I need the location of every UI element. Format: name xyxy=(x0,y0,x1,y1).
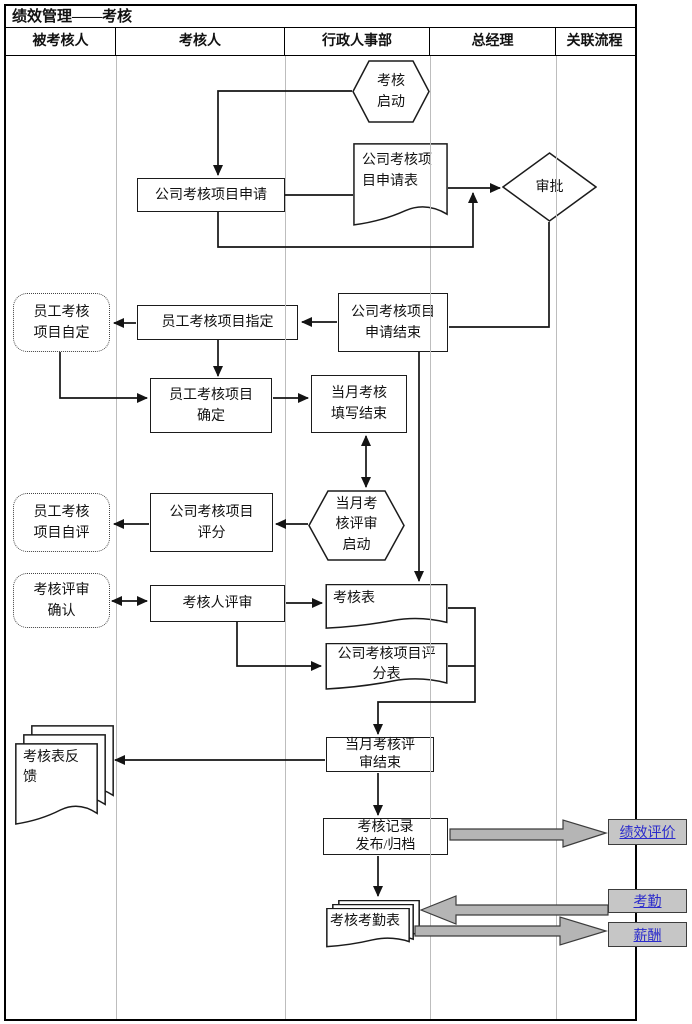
company-assessment-application-box: 公司考核项目申请 xyxy=(137,178,285,212)
score-label: 公司考核项目 评分 xyxy=(169,504,254,541)
hexagon-shape xyxy=(308,490,405,561)
employee-items-confirm-box: 员工考核项目 确定 xyxy=(150,378,272,433)
fill-end-label: 当月考核 填写结束 xyxy=(331,386,387,422)
employee-items-self-define-box: 员工考核 项目自定 xyxy=(13,293,110,352)
document-shape xyxy=(15,743,98,831)
start-label: 考核 启动 xyxy=(377,73,405,110)
lane-divider xyxy=(285,56,286,1019)
self-eval-label: 员工考核 项目自评 xyxy=(33,504,90,541)
lane-header-hr-admin: 行政人事部 xyxy=(285,28,430,55)
confirm-label: 员工考核项目 确定 xyxy=(169,387,253,424)
assign-label: 员工考核项目指定 xyxy=(161,315,274,330)
feedback-label: 考核表反 馈 xyxy=(23,750,79,786)
approval-diamond: 审批 xyxy=(502,152,597,222)
record-label: 考核记录 发布/归档 xyxy=(355,820,416,853)
assess-form-label: 考核表 xyxy=(333,591,375,606)
attendance-link[interactable]: 考勤 xyxy=(608,889,687,913)
score-form-label: 公司考核项目评 分表 xyxy=(337,647,436,682)
lane-header-general-manager: 总经理 xyxy=(430,28,556,55)
salary-link-label[interactable]: 薪酬 xyxy=(633,928,662,944)
assessor-review-label: 考核人评审 xyxy=(182,596,253,611)
company-items-scoring-box: 公司考核项目 评分 xyxy=(150,493,273,552)
monthly-review-start-hexagon: 当月考 核评审 启动 xyxy=(308,490,405,561)
diamond-shape xyxy=(502,152,597,222)
apply-end-label: 公司考核项目 申请结束 xyxy=(351,304,435,341)
assessor-review-box: 考核人评审 xyxy=(150,585,285,622)
attendance-link-label[interactable]: 考勤 xyxy=(633,895,662,910)
self-define-label: 员工考核 项目自定 xyxy=(33,304,90,341)
review-confirm-box: 考核评审 确认 xyxy=(13,573,110,628)
lane-header-assessor: 考核人 xyxy=(116,28,285,55)
record-publish-box: 考核记录 发布/归档 xyxy=(323,818,448,855)
application-end-box: 公司考核项目 申请结束 xyxy=(338,293,448,352)
lane-header-assessee: 被考核人 xyxy=(6,28,116,55)
lane-divider xyxy=(556,56,557,1019)
approve-label: 审批 xyxy=(535,179,564,195)
lane-header-related-process: 关联流程 xyxy=(566,34,623,49)
document-shape xyxy=(326,908,410,950)
attendance-form-label: 考核考勤表 xyxy=(330,914,400,929)
hexagon-shape xyxy=(352,60,430,123)
monthly-fill-end-box: 当月考核 填写结束 xyxy=(311,375,407,433)
apply-label: 公司考核项目申请 xyxy=(155,187,267,203)
review-start-label: 当月考 核评审 启动 xyxy=(335,497,378,553)
apply-form-label: 公司考核项 目申请表 xyxy=(362,153,432,189)
review-confirm-label: 考核评审 确认 xyxy=(33,582,90,619)
performance-eval-link-label[interactable]: 绩效评价 xyxy=(619,826,676,841)
page-title: 绩效管理——考核 xyxy=(6,6,635,28)
start-hexagon: 考核 启动 xyxy=(352,60,430,123)
feedback-document-stack: 考核表反 馈 xyxy=(15,724,115,832)
lane-divider xyxy=(116,56,117,1019)
application-form-document: 公司考核项 目申请表 xyxy=(353,143,448,232)
salary-link[interactable]: 薪酬 xyxy=(608,922,687,947)
attendance-form-stack: 考核考勤表 xyxy=(326,898,422,950)
employee-items-self-eval-box: 员工考核 项目自评 xyxy=(13,493,110,552)
monthly-review-end-box: 当月考核评 审结束 xyxy=(326,737,434,772)
lane-header-row: 被考核人 考核人 行政人事部 总经理 关联流程 xyxy=(6,28,635,56)
performance-eval-link[interactable]: 绩效评价 xyxy=(608,819,687,845)
lane-divider xyxy=(430,56,431,1019)
employee-items-assign-box: 员工考核项目指定 xyxy=(137,305,298,340)
review-end-label: 当月考核评 审结束 xyxy=(345,738,415,771)
